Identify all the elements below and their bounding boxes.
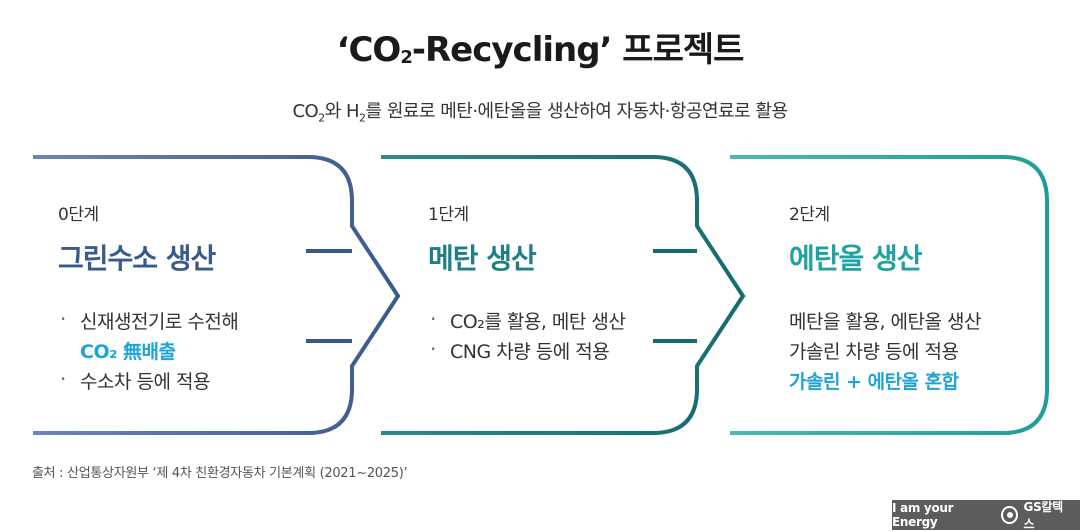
stage-1-arrow-frame [381,155,746,435]
stage-1-item: CNG 차량 등에 적용 [428,334,728,367]
source-note: 출처 : 산업통상자원부 ‘제 4차 친환경자동차 기본계획 (2021~202… [32,466,408,481]
stage-2-label: 2단계 [789,205,830,225]
brand-name: GS칼텍스 [1023,500,1064,531]
stage-0-arrow-notch [306,249,352,343]
stage-2-item-highlight: 가솔린 + 에탄올 혼합 [789,371,959,393]
stage-2-frame [730,155,1049,435]
stage-0-title: 그린수소 생산 [58,242,216,275]
stage-0-arrow-frame [33,155,401,435]
stage-2-item: 가솔린 차량 등에 적용 [789,341,959,363]
stage-0-item: 신재생전기로 수전해 [58,304,358,337]
stage-1-item: CO₂를 활용, 메탄 생산 [428,304,728,337]
stage-0-label: 0단계 [58,205,99,225]
brand-tagline: I am your Energy [892,501,954,529]
stage-2: 2단계 에탄올 생산 메탄을 활용, 에탄올 생산 가솔린 차량 등에 적용 가… [789,200,1080,397]
stage-0-item: 수소차 등에 적용 [58,364,358,397]
stage-1: 1단계 메탄 생산 CO₂를 활용, 메탄 생산 CNG 차량 등에 적용 [428,200,728,367]
stage-1-title: 메탄 생산 [428,242,537,275]
stage-2-title: 에탄올 생산 [789,242,923,275]
stage-0: 0단계 그린수소 생산 신재생전기로 수전해 CO₂ 無배출 수소차 등에 적용 [58,200,358,397]
brand-banner: I am your Energy GS칼텍스 [892,500,1080,531]
stage-2-item: 메탄을 활용, 에탄올 생산 [789,311,981,333]
page-subtitle: CO2와 H2를 원료로 메탄·에탄올을 생산하여 자동차·항공연료로 활용 [292,101,788,125]
gs-logo-icon [1000,506,1018,524]
stage-1-label: 1단계 [428,205,469,225]
page-title: ‘CO2-Recycling’ 프로젝트 [336,30,745,70]
stage-0-item-highlight: CO₂ 無배출 [80,341,176,363]
